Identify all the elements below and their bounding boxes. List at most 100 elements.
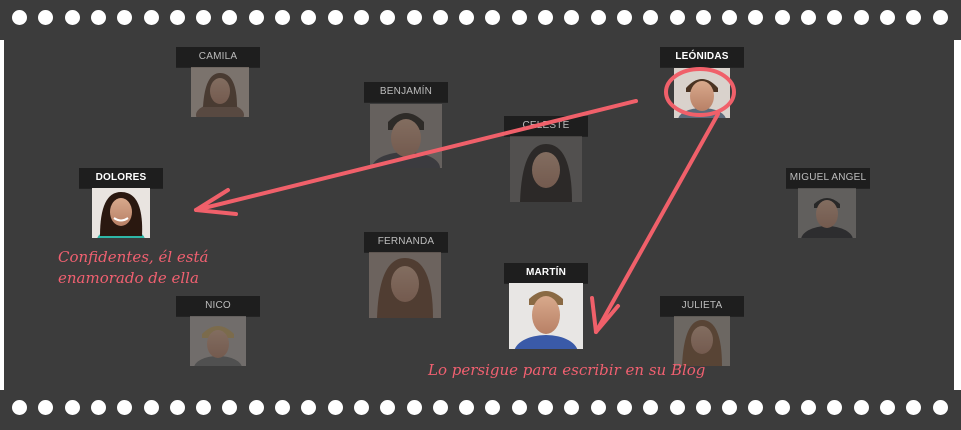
film-hole: [12, 400, 27, 415]
film-hole: [590, 10, 606, 25]
film-hole: [301, 400, 317, 415]
film-hole: [564, 10, 580, 25]
film-hole: [406, 400, 422, 415]
film-hole: [248, 400, 264, 415]
film-hole: [117, 400, 133, 415]
film-hole: [38, 10, 54, 25]
film-hole: [774, 10, 790, 25]
film-hole: [669, 10, 685, 25]
character-portrait: [509, 283, 583, 349]
film-hole: [327, 400, 343, 415]
film-hole: [353, 10, 369, 25]
character-name-tag: JULIETA: [660, 296, 744, 316]
film-hole: [853, 10, 869, 25]
film-hole: [327, 10, 343, 25]
film-hole: [301, 10, 317, 25]
highlight-circle: [664, 67, 736, 117]
arrowhead-dolores: [194, 188, 238, 216]
film-hole: [169, 400, 185, 415]
character-name-tag: NICO: [176, 296, 260, 316]
film-hole: [932, 400, 948, 415]
film-hole: [695, 400, 711, 415]
film-hole: [196, 400, 212, 415]
film-hole: [879, 400, 895, 415]
film-hole: [380, 10, 396, 25]
character-name-tag: CELESTE: [504, 116, 588, 136]
character-portrait: [510, 136, 582, 202]
relation-note-dolores: Confidentes, él está enamorado de ella: [58, 247, 208, 289]
film-hole: [643, 400, 659, 415]
character-portrait: [798, 188, 856, 238]
film-hole: [906, 400, 922, 415]
character-name-tag: LEÓNIDAS: [660, 47, 744, 67]
film-hole: [511, 400, 527, 415]
film-hole: [222, 10, 238, 25]
film-hole: [748, 10, 764, 25]
film-hole: [722, 400, 738, 415]
arrowhead-martin: [590, 296, 620, 334]
relation-note-line: enamorado de ella: [58, 269, 199, 287]
film-hole: [432, 400, 448, 415]
film-hole: [774, 400, 790, 415]
film-perforation-bottom: [0, 390, 961, 430]
character-portrait: [370, 104, 442, 168]
relation-note-line: Lo persigue para escribir en su Blog: [428, 361, 706, 379]
character-name-tag: BENJAMÍN: [364, 82, 448, 102]
film-hole: [801, 10, 816, 25]
film-hole: [616, 400, 632, 415]
film-hole: [459, 10, 475, 25]
film-hole: [459, 400, 475, 415]
character-name-tag: MIGUEL ANGEL: [786, 168, 870, 188]
film-hole: [853, 400, 869, 415]
film-hole: [432, 10, 448, 25]
film-hole: [275, 10, 290, 25]
film-hole: [722, 10, 738, 25]
film-hole: [353, 400, 369, 415]
film-hole: [827, 400, 843, 415]
film-hole: [406, 10, 422, 25]
film-hole: [117, 10, 133, 25]
character-portrait: [674, 316, 730, 366]
character-portrait: [191, 67, 249, 117]
film-hole: [169, 10, 185, 25]
character-name-tag: MARTÍN: [504, 263, 588, 283]
relation-note-martin: Lo persigue para escribir en su Blog: [428, 360, 705, 381]
film-hole: [64, 10, 80, 25]
film-hole: [275, 400, 290, 415]
character-name-tag: FERNANDA: [364, 232, 448, 252]
film-hole: [616, 10, 632, 25]
character-portrait: [92, 188, 150, 238]
film-hole: [643, 10, 659, 25]
relation-note-line: Confidentes, él está: [58, 248, 209, 266]
film-hole: [538, 400, 553, 415]
film-hole: [143, 400, 159, 415]
film-hole: [827, 10, 843, 25]
character-portrait: [190, 316, 246, 366]
film-hole: [485, 400, 501, 415]
film-hole: [222, 400, 238, 415]
film-hole: [485, 10, 501, 25]
film-hole: [38, 400, 54, 415]
film-hole: [380, 400, 396, 415]
film-hole: [879, 10, 895, 25]
film-hole: [90, 10, 106, 25]
film-hole: [511, 10, 527, 25]
film-hole: [538, 10, 553, 25]
film-hole: [590, 400, 606, 415]
film-hole: [64, 400, 80, 415]
film-hole: [90, 400, 106, 415]
film-board: [4, 30, 954, 396]
film-hole: [695, 10, 711, 25]
film-hole: [906, 10, 922, 25]
character-name-tag: CAMILA: [176, 47, 260, 67]
arrow-leonidas-to-martin: [594, 112, 720, 334]
film-hole: [12, 10, 27, 25]
film-hole: [801, 400, 816, 415]
film-hole: [248, 10, 264, 25]
arrow-leonidas-to-dolores: [194, 99, 638, 212]
film-hole: [669, 400, 685, 415]
film-hole: [143, 10, 159, 25]
film-hole: [564, 400, 580, 415]
